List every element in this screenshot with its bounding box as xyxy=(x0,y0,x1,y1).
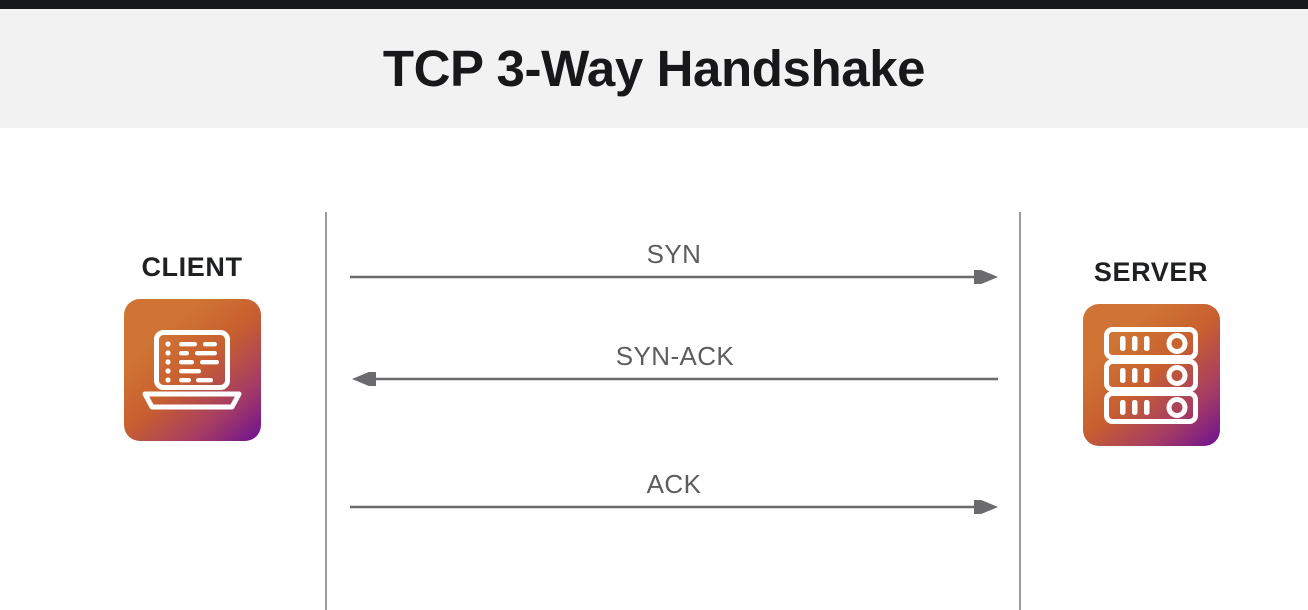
top-dark-strip xyxy=(0,0,1308,9)
actor-server: SERVER xyxy=(1056,257,1246,446)
sequence-diagram: CLIENT xyxy=(0,128,1308,610)
actor-client: CLIENT xyxy=(97,252,287,441)
lifeline-client xyxy=(325,212,327,610)
message-ack: ACK xyxy=(350,454,998,514)
actor-server-label: SERVER xyxy=(1093,257,1209,287)
message-ack-arrow-right-icon xyxy=(350,500,998,514)
laptop-code-icon xyxy=(140,322,244,418)
message-syn-ack-arrow-left-icon xyxy=(352,372,998,386)
server-rack-icon xyxy=(1099,323,1203,427)
message-syn-label: SYN xyxy=(646,239,702,269)
page-title: TCP 3-Way Handshake xyxy=(382,40,926,97)
lifeline-server xyxy=(1019,212,1021,610)
slide-header: TCP 3-Way Handshake xyxy=(0,9,1308,128)
message-syn: SYN xyxy=(350,224,998,284)
actor-client-label: CLIENT xyxy=(141,252,243,282)
message-syn-ack-label: SYN-ACK xyxy=(615,341,735,371)
message-syn-ack: SYN-ACK xyxy=(352,326,998,386)
message-ack-label: ACK xyxy=(646,469,702,499)
client-icon-tile xyxy=(123,299,261,441)
message-syn-arrow-right-icon xyxy=(350,270,998,284)
server-icon-tile xyxy=(1082,304,1220,446)
